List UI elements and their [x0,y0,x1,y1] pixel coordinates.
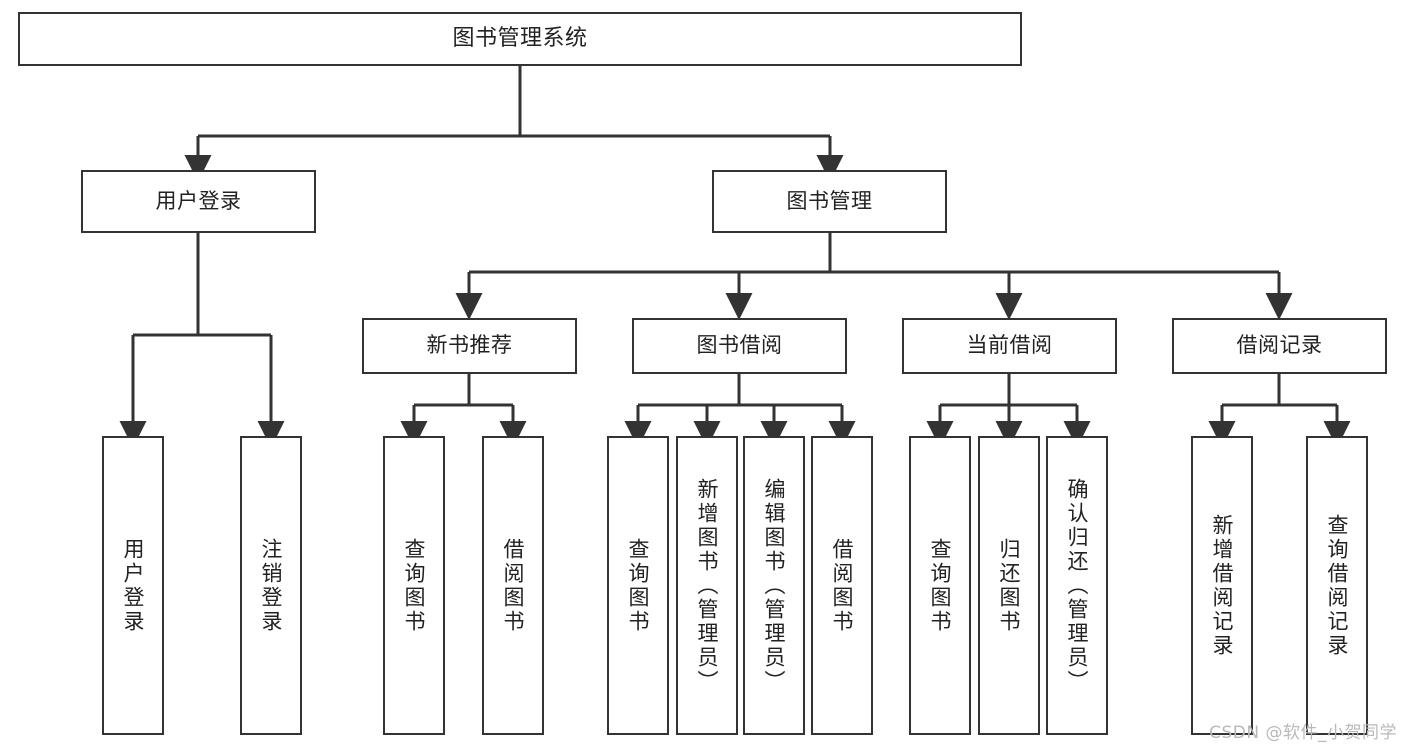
node-current-borrow[interactable]: 当前借阅 [902,318,1117,374]
node-label: 查询借阅记录 [1325,513,1350,658]
leaf-query-book-borrow[interactable]: 查询图书 [607,436,669,735]
node-book-borrow[interactable]: 图书借阅 [632,318,847,374]
leaf-return-book[interactable]: 归还图书 [978,436,1040,735]
leaf-logout[interactable]: 注销登录 [240,436,302,735]
leaf-borrow-book-recommend[interactable]: 借阅图书 [482,436,544,735]
node-label: 用户登录 [121,537,146,634]
leaf-add-borrow-record[interactable]: 新增借阅记录 [1191,436,1253,735]
leaf-add-book-admin[interactable]: 新增图书（管理员） [676,436,738,735]
node-label: 图书借阅 [696,333,783,358]
node-label: 新增图书（管理员） [695,477,720,694]
watermark-text: CSDN @软件_小贺同学 [1209,723,1397,743]
node-label: 图书管理 [786,188,873,213]
node-label: 借阅记录 [1236,333,1323,358]
node-new-book-recommend[interactable]: 新书推荐 [362,318,577,374]
node-label: 注销登录 [259,537,284,634]
leaf-query-book-recommend[interactable]: 查询图书 [383,436,445,735]
leaf-borrow-book[interactable]: 借阅图书 [811,436,873,735]
leaf-user-login[interactable]: 用户登录 [102,436,164,735]
node-user-login[interactable]: 用户登录 [81,170,316,233]
node-label: 新书推荐 [426,333,513,358]
node-borrow-records[interactable]: 借阅记录 [1172,318,1387,374]
node-label: 借阅图书 [830,537,855,634]
node-label: 用户登录 [155,188,242,213]
node-label: 查询图书 [626,537,651,634]
node-label: 当前借阅 [966,333,1053,358]
node-label: 新增借阅记录 [1210,513,1235,658]
leaf-query-borrow-record[interactable]: 查询借阅记录 [1306,436,1368,735]
node-root-system[interactable]: 图书管理系统 [18,12,1022,66]
node-label: 编辑图书（管理员） [762,477,787,694]
leaf-confirm-return-admin[interactable]: 确认归还（管理员） [1046,436,1108,735]
node-label: 图书管理系统 [452,25,588,51]
node-label: 归还图书 [997,537,1022,634]
node-label: 确认归还（管理员） [1065,477,1090,694]
node-label: 查询图书 [402,537,427,634]
leaf-edit-book-admin[interactable]: 编辑图书（管理员） [743,436,805,735]
node-label: 借阅图书 [501,537,526,634]
node-label: 查询图书 [928,537,953,634]
leaf-query-book-current[interactable]: 查询图书 [909,436,971,735]
node-book-management[interactable]: 图书管理 [712,170,947,233]
